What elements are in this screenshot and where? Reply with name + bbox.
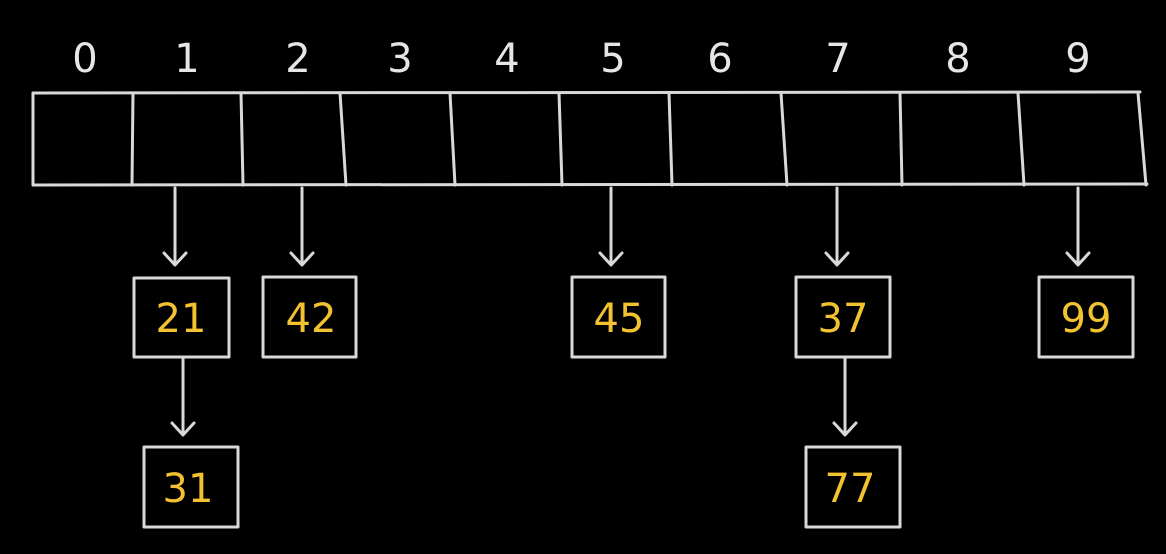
chain-node-value: 77 <box>825 466 876 512</box>
bucket-arrow <box>1065 186 1091 267</box>
index-label-3: 3 <box>387 36 412 82</box>
index-label-1: 1 <box>174 36 199 82</box>
bucket-arrow <box>289 186 315 267</box>
chain-node-box <box>142 445 240 529</box>
hash-array <box>31 90 1149 187</box>
array-index-labels: 0 1 2 3 4 5 6 7 8 9 <box>72 36 1090 82</box>
bucket-chain-1: 21 31 <box>132 186 240 529</box>
index-label-2: 2 <box>285 36 310 82</box>
index-label-8: 8 <box>945 36 970 82</box>
chain-node-box <box>794 275 892 359</box>
index-label-6: 6 <box>707 36 732 82</box>
bucket-chain-9: 99 <box>1037 186 1135 359</box>
chain-arrow <box>170 357 196 437</box>
bucket-chain-7: 37 77 <box>794 186 902 529</box>
array-cell-divider <box>557 91 564 187</box>
chain-node-box <box>804 445 902 529</box>
chain-node-box <box>570 275 667 359</box>
chain-node-box <box>132 276 231 359</box>
array-bottom-border <box>31 182 1149 187</box>
array-cell-divider <box>1016 91 1026 187</box>
array-cell-divider <box>1136 91 1148 187</box>
bucket-chain-5: 45 <box>570 186 667 359</box>
array-cell-divider <box>239 91 245 187</box>
chain-node-box <box>261 275 358 359</box>
bucket-arrow <box>162 186 188 267</box>
chain-node-box <box>1037 275 1135 359</box>
chain-node-value: 42 <box>286 296 337 342</box>
index-label-9: 9 <box>1065 36 1090 82</box>
chain-node-value: 31 <box>163 466 214 512</box>
bucket-arrow <box>824 186 850 267</box>
array-top-border <box>31 90 1142 95</box>
chain-node-value: 99 <box>1061 296 1112 342</box>
array-cell-divider <box>667 91 674 187</box>
array-cell-divider <box>779 91 789 187</box>
chain-arrow <box>832 357 858 437</box>
array-cell-divider <box>448 91 457 187</box>
bucket-chain-2: 42 <box>261 186 358 359</box>
array-cell-divider <box>338 91 348 187</box>
array-cell-divider <box>898 91 904 187</box>
chain-node-value: 37 <box>818 296 869 342</box>
index-label-7: 7 <box>825 36 850 82</box>
index-label-0: 0 <box>72 36 97 82</box>
index-label-5: 5 <box>600 36 625 82</box>
index-label-4: 4 <box>494 36 519 82</box>
chain-node-value: 45 <box>594 296 645 342</box>
chain-node-value: 21 <box>156 296 207 342</box>
array-cell-divider <box>130 91 135 187</box>
bucket-arrow <box>598 186 624 267</box>
